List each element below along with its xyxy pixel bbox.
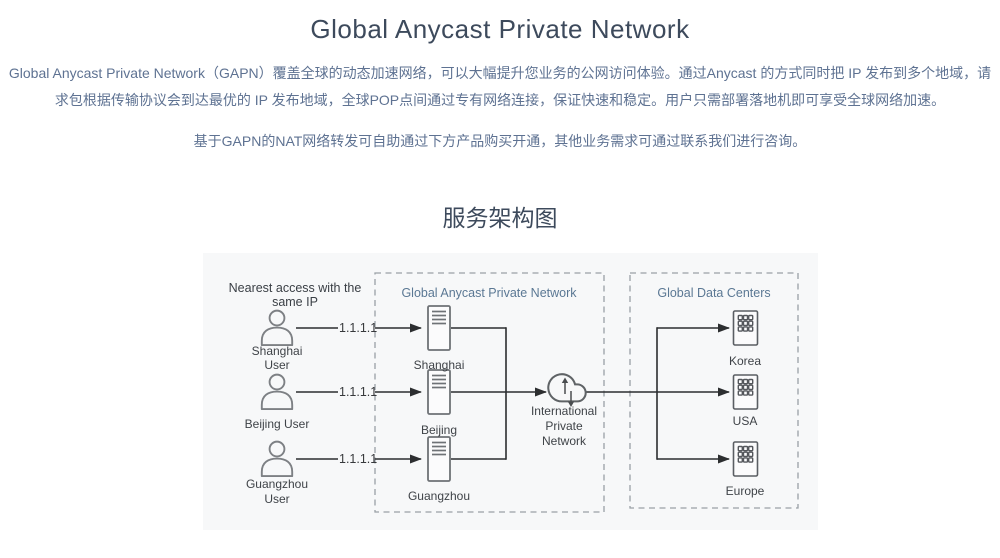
server-icon [427, 436, 451, 482]
user-icon [260, 373, 294, 411]
ip-label: 1.1.1.1 [339, 452, 377, 466]
dc-node-label: Europe [726, 484, 765, 498]
architecture-diagram: Nearest access with the same IP Shanghai… [229, 272, 799, 513]
dc-node-label: Korea [729, 354, 761, 368]
pop-node-label: Shanghai [414, 358, 465, 372]
user-icon [260, 440, 294, 478]
nearest-access-label-line1: Nearest access with the [229, 281, 362, 295]
cloud-label: Network [542, 434, 587, 448]
user-label: User [264, 492, 289, 506]
page-title: Global Anycast Private Network [310, 14, 690, 44]
gapn-page: Global Anycast Private Network Global An… [0, 14, 1000, 530]
user-icon [260, 309, 294, 347]
gdc-dashed-box [629, 272, 799, 509]
cloud-icon [547, 373, 587, 407]
user-label: Shanghai [252, 344, 303, 358]
purchase-note: 基于GAPN的NAT网络转发可自助通过下方产品购买开通，其他业务需求可通过联系我… [193, 133, 807, 149]
server-icon [427, 369, 451, 415]
dc-node-label: USA [733, 414, 758, 428]
user-label: Beijing User [245, 417, 310, 431]
pop-node-label: Beijing [421, 423, 457, 437]
pop-node-label: Guangzhou [408, 489, 470, 503]
architecture-diagram-panel: Nearest access with the same IP Shanghai… [203, 253, 818, 530]
nearest-access-label-line2: same IP [272, 295, 318, 309]
gdc-box-title: Global Data Centers [657, 286, 770, 300]
ip-label: 1.1.1.1 [339, 321, 377, 335]
user-label: User [264, 358, 289, 372]
datacenter-icon [732, 374, 759, 410]
connector-lines [296, 323, 730, 464]
gapn-box-title: Global Anycast Private Network [401, 286, 577, 300]
intro-text: Global Anycast Private Network（GAPN）覆盖全球… [8, 65, 992, 108]
user-label: Guangzhou [246, 477, 308, 491]
cloud-label: Private [545, 419, 583, 433]
server-icon [427, 305, 451, 351]
section-title-architecture: 服务架构图 [442, 205, 558, 231]
ip-label: 1.1.1.1 [339, 385, 377, 399]
datacenter-icon [732, 441, 759, 477]
cloud-label: International [531, 404, 597, 418]
datacenter-icon [732, 310, 759, 346]
